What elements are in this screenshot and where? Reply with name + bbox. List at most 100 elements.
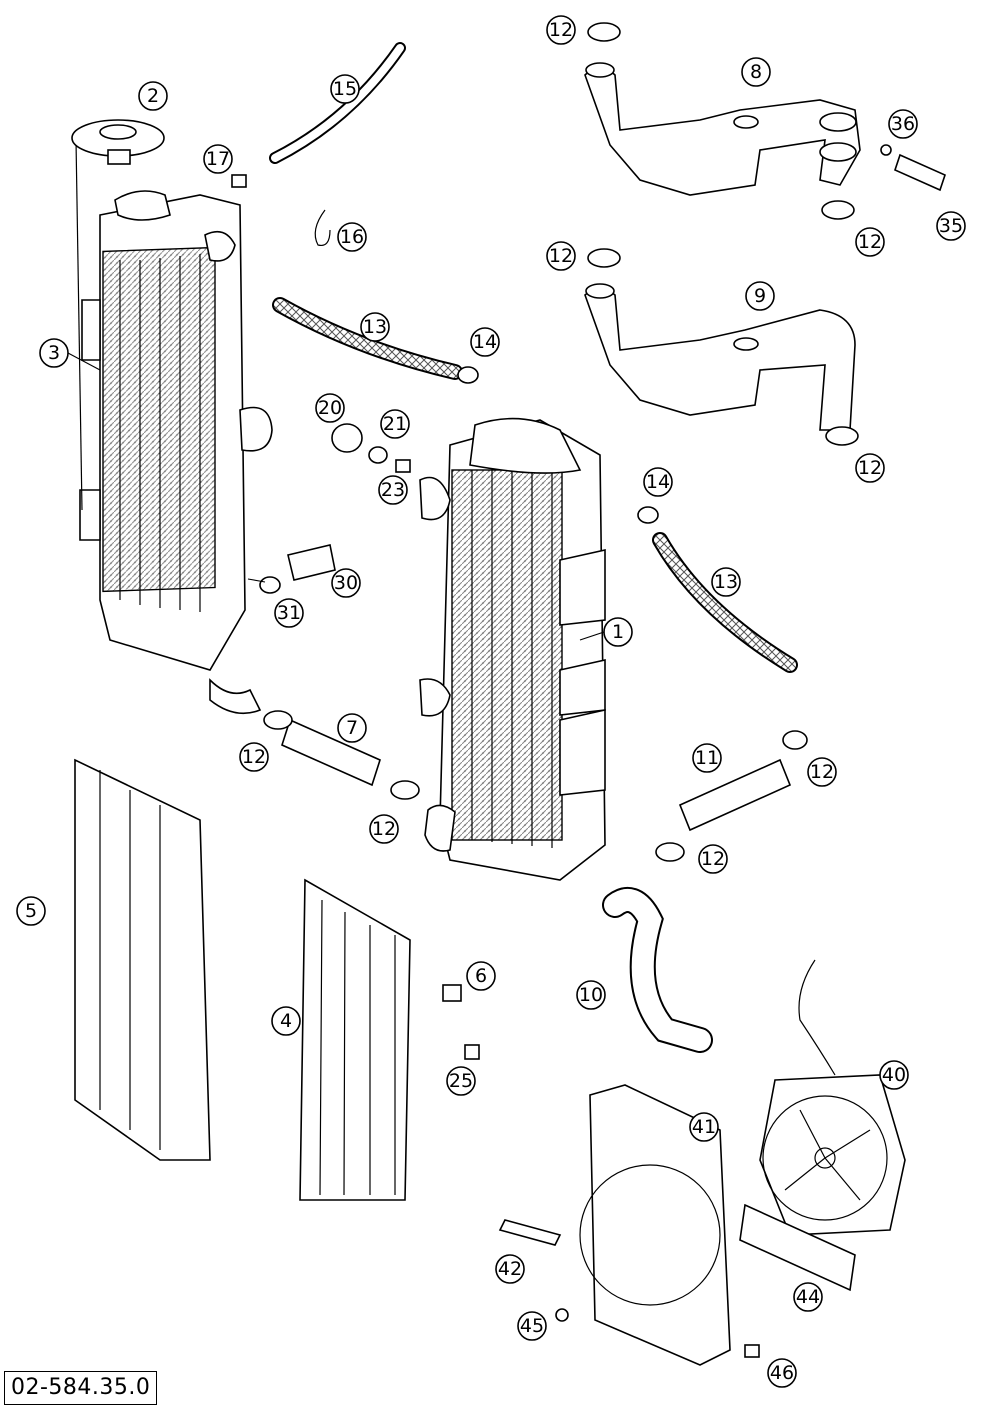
callout-12: 12 <box>698 844 728 874</box>
svg-text:12: 12 <box>810 761 834 783</box>
callout-35: 35 <box>936 211 966 241</box>
y-hose-lower <box>584 283 856 431</box>
spacer-42 <box>498 1219 562 1246</box>
fan-bracket <box>579 1084 731 1366</box>
callout-13: 13 <box>360 312 390 342</box>
svg-text:41: 41 <box>692 1116 716 1138</box>
callout-5: 5 <box>16 896 46 926</box>
svg-text:10: 10 <box>579 984 603 1006</box>
svg-text:11: 11 <box>695 747 719 769</box>
svg-text:12: 12 <box>372 818 396 840</box>
callout-6: 6 <box>466 961 496 991</box>
callout-11: 11 <box>692 743 722 773</box>
callout-8: 8 <box>741 57 771 87</box>
callout-41: 41 <box>689 1112 719 1142</box>
svg-text:20: 20 <box>318 397 342 419</box>
callout-12: 12 <box>369 814 399 844</box>
callout-46: 46 <box>767 1358 797 1388</box>
svg-text:30: 30 <box>334 572 358 594</box>
svg-text:40: 40 <box>882 1064 906 1086</box>
callout-20: 20 <box>315 393 345 423</box>
svg-text:9: 9 <box>754 285 766 307</box>
svg-text:12: 12 <box>701 848 725 870</box>
svg-text:12: 12 <box>858 231 882 253</box>
straight-hose-11 <box>678 758 792 832</box>
svg-text:14: 14 <box>646 471 670 493</box>
callout-40: 40 <box>879 1060 909 1090</box>
small-hardware <box>231 22 946 1358</box>
overflow-hose <box>269 42 406 164</box>
svg-text:12: 12 <box>858 457 882 479</box>
callout-12: 12 <box>855 453 885 483</box>
callout-9: 9 <box>745 281 775 311</box>
callout-12: 12 <box>855 227 885 257</box>
callout-13: 13 <box>711 567 741 597</box>
callout-16: 16 <box>337 222 367 252</box>
svg-text:25: 25 <box>449 1070 473 1092</box>
svg-text:46: 46 <box>770 1362 794 1384</box>
hose-clip <box>314 209 331 247</box>
callout-21: 21 <box>380 409 410 439</box>
callout-30: 30 <box>331 568 361 598</box>
svg-text:36: 36 <box>891 113 915 135</box>
right-radiator <box>419 417 606 881</box>
callout-42: 42 <box>495 1254 525 1284</box>
callout-12: 12 <box>807 757 837 787</box>
callout-12: 12 <box>239 742 269 772</box>
svg-text:5: 5 <box>25 900 37 922</box>
callout-25: 25 <box>446 1066 476 1096</box>
callout-2: 2 <box>138 81 168 111</box>
plate-44 <box>739 1203 856 1292</box>
svg-text:13: 13 <box>363 316 387 338</box>
callout-12: 12 <box>546 15 576 45</box>
callout-10: 10 <box>576 980 606 1010</box>
document-code: 02-584.35.0 <box>4 1371 158 1405</box>
callout-44: 44 <box>793 1282 823 1312</box>
cooling-fan <box>759 959 906 1236</box>
svg-text:12: 12 <box>242 746 266 768</box>
radiator-shroud-left <box>74 758 211 1161</box>
svg-text:23: 23 <box>381 479 405 501</box>
callout-7: 7 <box>337 713 367 743</box>
callout-14: 14 <box>470 327 500 357</box>
left-radiator <box>75 139 273 715</box>
svg-text:4: 4 <box>280 1010 292 1032</box>
radiator-cap <box>71 119 165 165</box>
svg-text:2: 2 <box>147 85 159 107</box>
leader-lines <box>67 352 605 641</box>
callout-12: 12 <box>546 241 576 271</box>
callout-31: 31 <box>274 598 304 628</box>
svg-text:14: 14 <box>473 331 497 353</box>
svg-text:13: 13 <box>714 571 738 593</box>
svg-text:12: 12 <box>549 245 573 267</box>
straight-hose-7 <box>281 718 381 787</box>
radiator-shroud-right <box>299 878 411 1201</box>
svg-text:15: 15 <box>333 78 357 100</box>
svg-text:6: 6 <box>475 965 487 987</box>
svg-text:7: 7 <box>346 717 358 739</box>
callout-36: 36 <box>888 109 918 139</box>
callout-14: 14 <box>643 467 673 497</box>
svg-text:31: 31 <box>277 602 301 624</box>
svg-text:45: 45 <box>520 1315 544 1337</box>
svg-text:21: 21 <box>383 413 407 435</box>
svg-text:44: 44 <box>796 1286 820 1308</box>
callout-15: 15 <box>330 74 360 104</box>
svg-text:17: 17 <box>206 148 230 170</box>
svg-text:12: 12 <box>549 19 573 41</box>
svg-text:3: 3 <box>48 342 60 364</box>
callout-3: 3 <box>39 338 69 368</box>
svg-text:42: 42 <box>498 1258 522 1280</box>
callout-4: 4 <box>271 1006 301 1036</box>
y-hose-upper <box>584 62 861 196</box>
callout-45: 45 <box>517 1311 547 1341</box>
svg-text:35: 35 <box>939 215 963 237</box>
callout-17: 17 <box>203 144 233 174</box>
svg-text:16: 16 <box>340 226 364 248</box>
svg-text:1: 1 <box>612 621 624 643</box>
callout-1: 1 <box>603 617 633 647</box>
callout-23: 23 <box>378 475 408 505</box>
svg-text:8: 8 <box>750 61 762 83</box>
